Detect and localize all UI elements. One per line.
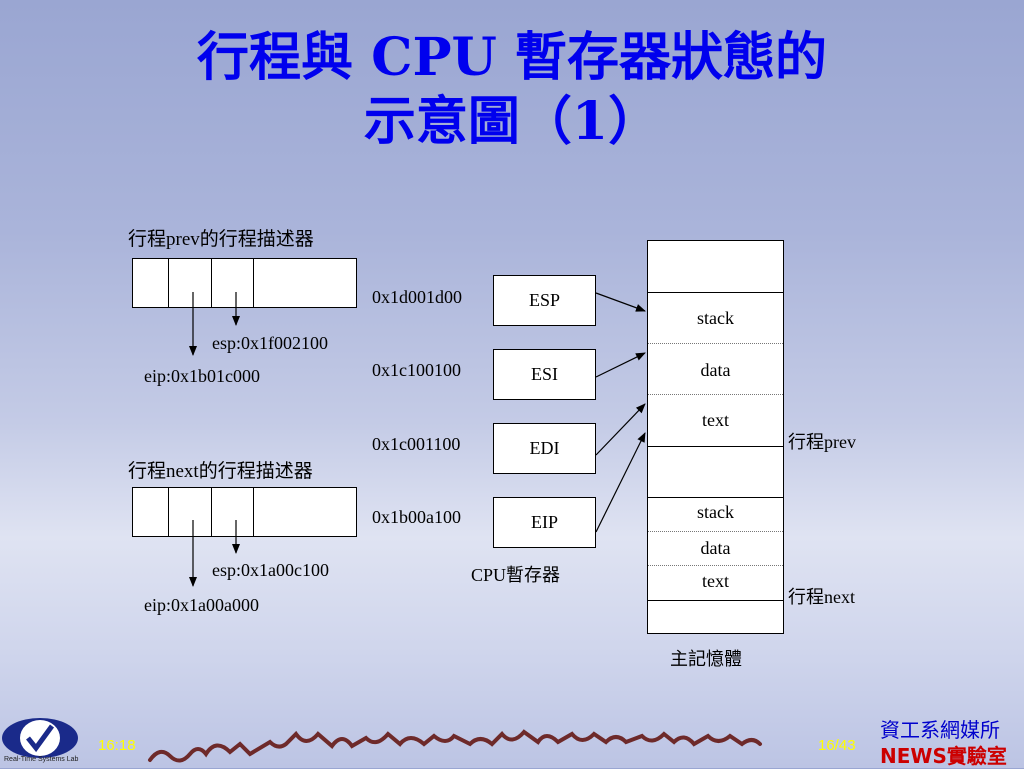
descriptor-cell <box>212 488 254 536</box>
registers-caption: CPU暫存器 <box>471 565 561 585</box>
register-addr-edi: 0x1c001100 <box>372 434 461 454</box>
lab-logo-text: Real-Time Systems Lab <box>4 756 79 763</box>
descriptor-cell <box>212 259 254 307</box>
prev-eip-value: eip:0x1b01c000 <box>144 366 260 386</box>
next-descriptor-box <box>132 487 357 537</box>
next-stack-segment: stack <box>697 502 734 522</box>
descriptor-cell <box>133 488 169 536</box>
slide-title-line1: 行程與 CPU 暫存器狀態的 <box>196 27 828 88</box>
register-esp: ESP <box>493 275 596 326</box>
next-text-segment: text <box>702 571 729 591</box>
footer-decoration <box>148 729 762 763</box>
edi-arrow <box>595 403 646 456</box>
next-eip-value: eip:0x1a00a000 <box>144 595 259 615</box>
register-eip: EIP <box>493 497 596 548</box>
eip-arrow <box>595 432 646 533</box>
esi-arrow <box>595 352 646 378</box>
next-descriptor-label: 行程next的行程描述器 <box>128 461 313 482</box>
prev-stack-segment: stack <box>697 308 734 328</box>
descriptor-cell <box>169 488 212 536</box>
register-addr-esp: 0x1d001d00 <box>372 287 462 307</box>
prev-descriptor-label: 行程prev的行程描述器 <box>128 229 314 250</box>
main-memory: stack data text stack data text <box>647 240 784 634</box>
slide-title-line2: 示意圖（1） <box>363 91 661 152</box>
register-addr-eip: 0x1b00a100 <box>372 507 461 527</box>
next-esp-value: esp:0x1a00c100 <box>212 560 329 580</box>
register-addr-esi: 0x1c100100 <box>372 360 461 380</box>
memory-prev-label: 行程prev <box>788 432 856 452</box>
next-data-segment: data <box>700 538 731 558</box>
memory-next-label: 行程next <box>788 587 855 607</box>
prev-data-segment: data <box>700 360 731 380</box>
esp-arrow <box>595 292 646 312</box>
footer-time: 16:18 <box>98 737 136 754</box>
prev-esp-value: esp:0x1f002100 <box>212 333 328 353</box>
descriptor-cell <box>133 259 169 307</box>
prev-descriptor-box <box>132 258 357 308</box>
register-esi: ESI <box>493 349 596 400</box>
footer-page-number: 16/43 <box>818 737 856 754</box>
prev-text-segment: text <box>702 410 729 430</box>
footer-brand-line2: NEWS實驗室 <box>880 744 1007 768</box>
memory-caption: 主記憶體 <box>670 649 742 669</box>
footer-brand-line1: 資工系網媒所 <box>880 718 1000 742</box>
lab-logo-icon <box>2 718 78 758</box>
register-edi: EDI <box>493 423 596 474</box>
descriptor-cell <box>169 259 212 307</box>
